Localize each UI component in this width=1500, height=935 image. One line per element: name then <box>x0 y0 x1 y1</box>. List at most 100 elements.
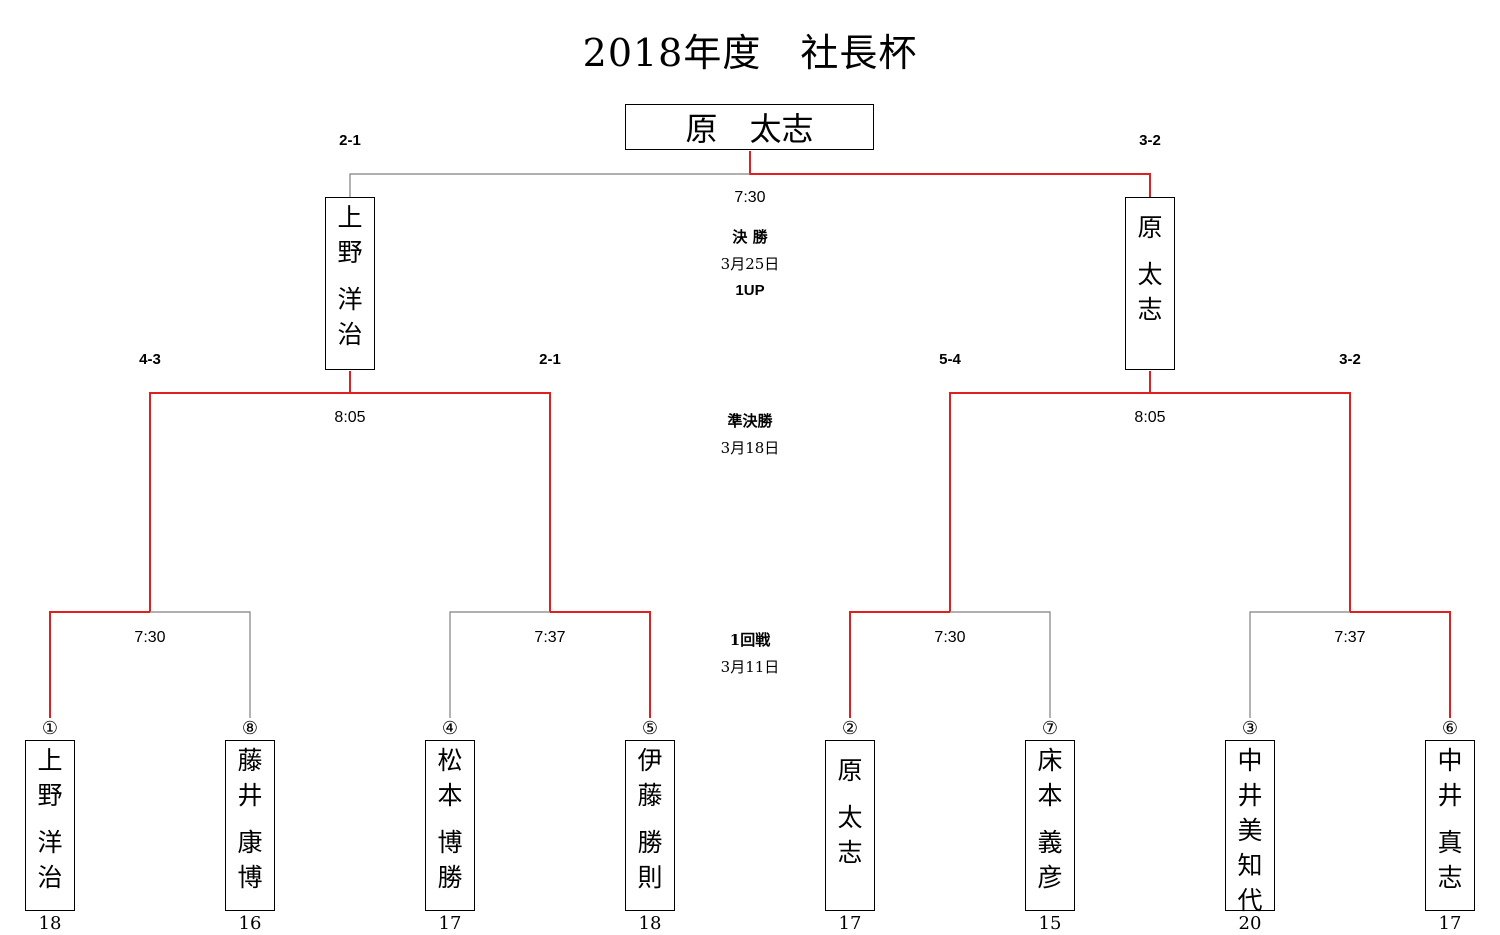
name-char: 中 <box>1437 746 1463 775</box>
player-handicap-4: 18 <box>638 913 662 934</box>
semifinal-time-left: 8:05 <box>334 409 366 426</box>
name-char: 治 <box>337 320 363 349</box>
first-round-winner-line-1 <box>49 611 150 718</box>
name-char: 床 <box>1037 746 1063 775</box>
name-char: 藤 <box>237 746 263 775</box>
name-char: 本 <box>1037 781 1063 810</box>
player-box-5: 原太志 <box>825 740 875 911</box>
name-char: 勝 <box>637 828 663 857</box>
final-result: 1UP <box>735 282 765 299</box>
name-char: 上 <box>37 746 63 775</box>
player-handicap-6: 15 <box>1038 913 1062 934</box>
player-seed-4: ⑤ <box>641 718 659 739</box>
final-winner-line <box>749 151 1151 197</box>
first-round-winner-line-2 <box>550 611 651 718</box>
name-char: 井 <box>237 781 263 810</box>
semifinal-right-line-2 <box>1150 392 1351 612</box>
semifinal-score-2: 2-1 <box>539 351 561 368</box>
name-char: 康 <box>237 828 263 857</box>
player-box-2: 藤井康博 <box>225 740 275 911</box>
player-seed-2: ⑧ <box>241 718 259 739</box>
final-date: 3月25日 <box>720 255 780 273</box>
player-seed-6: ⑦ <box>1041 718 1059 739</box>
player-seed-3: ④ <box>441 718 459 739</box>
name-char: 治 <box>37 863 63 892</box>
name-char: 代 <box>1237 886 1263 915</box>
player-handicap-1: 18 <box>38 913 62 934</box>
player-box-6: 床本義彦 <box>1025 740 1075 911</box>
final-round-label: 決 勝 <box>732 228 768 246</box>
champion-name: 原 太志 <box>685 110 814 148</box>
player-box-1: 上野洋治 <box>25 740 75 911</box>
name-char: 義 <box>1037 828 1063 857</box>
name-char: 上 <box>337 203 363 232</box>
player-handicap-3: 17 <box>438 913 462 934</box>
name-char: 井 <box>1437 781 1463 810</box>
semifinal-time-right: 8:05 <box>1134 409 1166 426</box>
name-char: 伊 <box>637 746 663 775</box>
name-char: 本 <box>437 781 463 810</box>
first-round-date: 3月11日 <box>720 658 780 676</box>
player-box-8: 中井真志 <box>1425 740 1475 911</box>
name-char: 勝 <box>437 863 463 892</box>
name-char: 太 <box>837 803 863 832</box>
first-round-loser-line-3 <box>950 611 1051 718</box>
name-char: 則 <box>637 863 663 892</box>
name-char: 志 <box>1437 863 1463 892</box>
name-char: 野 <box>37 781 63 810</box>
name-char: 洋 <box>337 285 363 314</box>
final-loser-line <box>349 173 750 197</box>
player-box-3: 松本博勝 <box>425 740 475 911</box>
first-round-loser-line-2 <box>449 611 550 718</box>
semifinal-left-winner-line <box>149 371 351 612</box>
player-seed-5: ② <box>841 718 859 739</box>
first-round-label: 1回戦 <box>729 631 771 649</box>
semifinal-date: 3月18日 <box>720 439 780 457</box>
name-char: 中 <box>1237 746 1263 775</box>
semifinal-left-line-2 <box>350 392 551 612</box>
name-char: 志 <box>1137 295 1163 324</box>
player-box-4: 伊藤勝則 <box>625 740 675 911</box>
player-seed-1: ① <box>41 718 59 739</box>
player-seed-8: ⑥ <box>1441 718 1459 739</box>
semifinal-score-4: 3-2 <box>1339 351 1361 368</box>
name-char: 真 <box>1437 828 1463 857</box>
first-round-time-3: 7:30 <box>934 629 966 646</box>
semifinal-score-1: 4-3 <box>139 351 161 368</box>
page-title: 2018年度 社長杯 <box>582 31 918 75</box>
champion-box: 原 太志 <box>625 104 874 150</box>
final-score-right: 3-2 <box>1139 132 1161 149</box>
name-char: 井 <box>1237 781 1263 810</box>
player-handicap-5: 17 <box>838 913 862 934</box>
name-char: 藤 <box>637 781 663 810</box>
player-box-7: 中井美知代 <box>1225 740 1275 915</box>
player-handicap-7: 20 <box>1238 913 1262 934</box>
semifinal-round-label: 準決勝 <box>727 412 773 430</box>
name-char: 博 <box>437 828 463 857</box>
name-char: 太 <box>1137 260 1163 289</box>
name-char: 洋 <box>37 828 63 857</box>
finalist-left: 上野洋治 <box>325 197 375 370</box>
name-char: 彦 <box>1037 863 1063 892</box>
name-char: 美 <box>1237 816 1263 845</box>
first-round-time-1: 7:30 <box>134 629 166 646</box>
first-round-loser-line-1 <box>150 611 251 718</box>
first-round-time-4: 7:37 <box>1334 629 1366 646</box>
final-score-left: 2-1 <box>339 132 361 149</box>
first-round-time-2: 7:37 <box>534 629 566 646</box>
name-char: 松 <box>437 746 463 775</box>
first-round-winner-line-3 <box>849 611 950 718</box>
finalist-right: 原太志 <box>1125 197 1175 370</box>
player-handicap-8: 17 <box>1438 913 1462 934</box>
name-char: 原 <box>1137 213 1163 242</box>
final-time: 7:30 <box>734 189 766 206</box>
first-round-winner-line-4 <box>1350 611 1451 718</box>
player-seed-7: ③ <box>1241 718 1259 739</box>
player-handicap-2: 16 <box>238 913 262 934</box>
first-round-loser-line-4 <box>1249 611 1350 718</box>
name-char: 原 <box>837 756 863 785</box>
name-char: 志 <box>837 838 863 867</box>
name-char: 博 <box>237 863 263 892</box>
name-char: 野 <box>337 238 363 267</box>
